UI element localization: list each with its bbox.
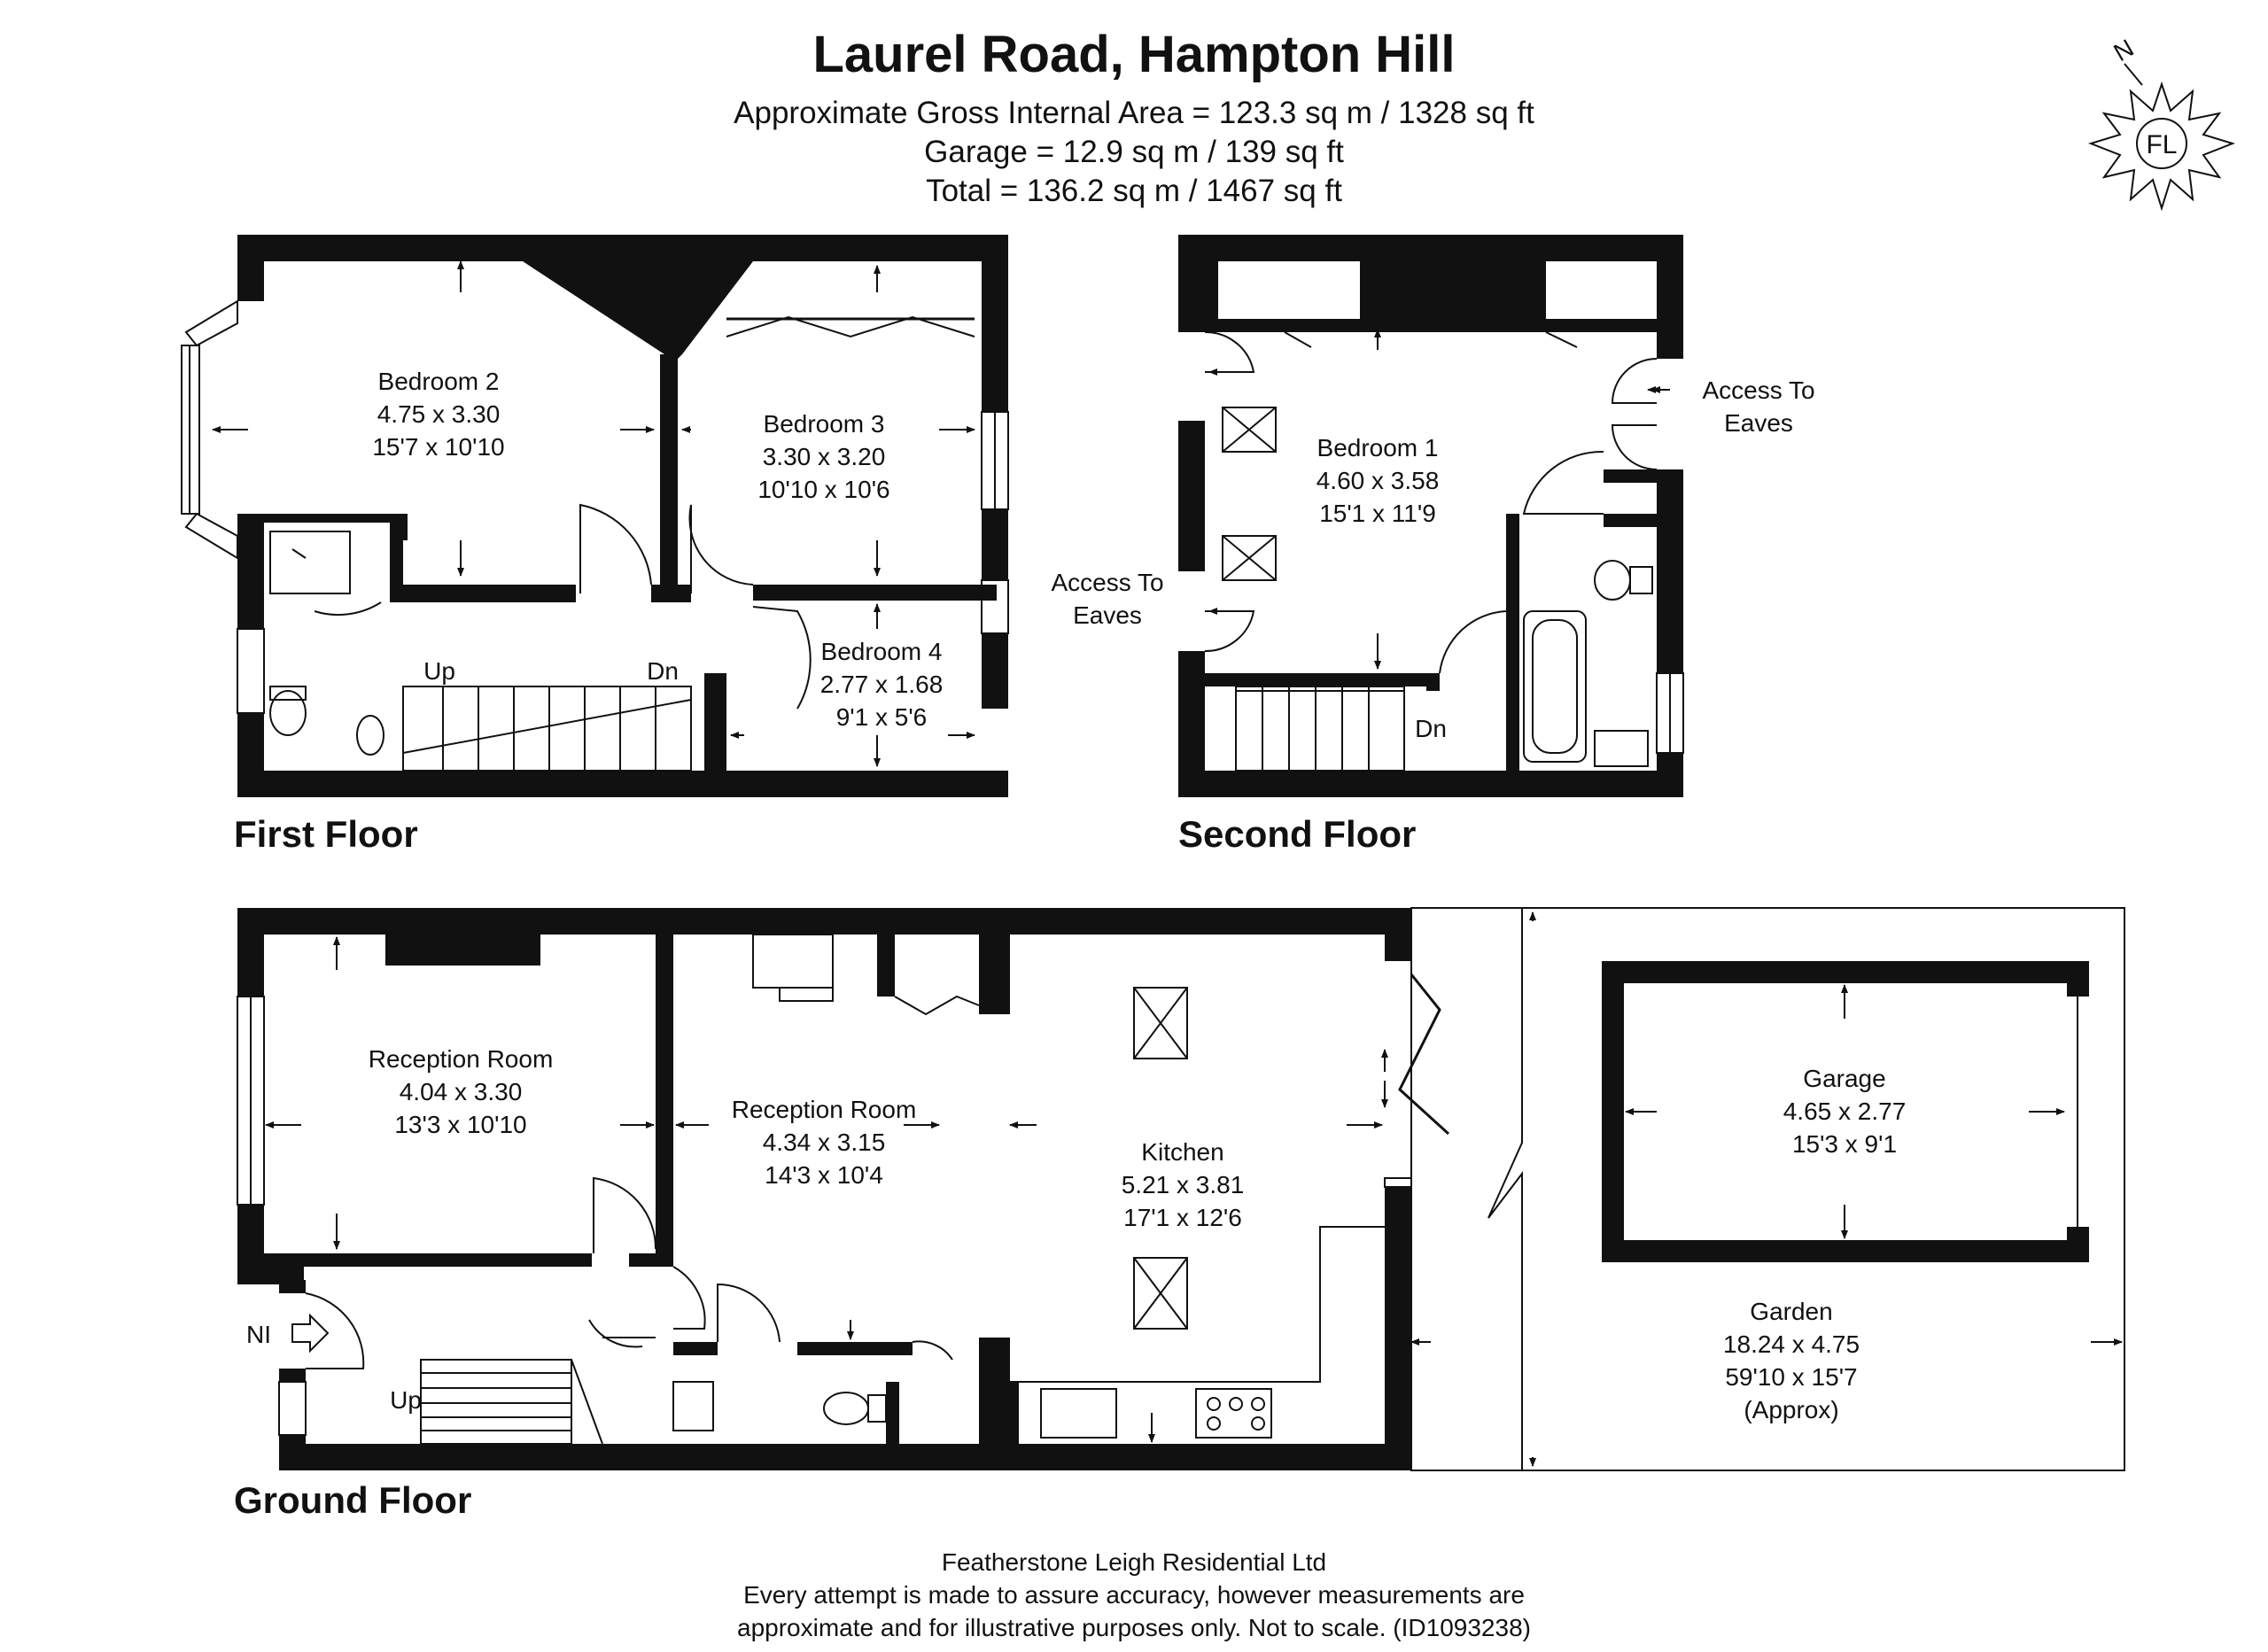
bedroom3-name: Bedroom 3 bbox=[764, 410, 885, 438]
reception1-name: Reception Room bbox=[369, 1045, 554, 1073]
reception2-metric: 4.34 x 3.15 bbox=[763, 1128, 886, 1156]
eaves-right-line2: Eaves bbox=[1724, 409, 1793, 437]
garden-name: Garden bbox=[1750, 1298, 1832, 1325]
reception1-metric: 4.04 x 3.30 bbox=[400, 1078, 523, 1105]
ground-floor-plan: Reception Room 4.04 x 3.30 13'3 x 10'10 … bbox=[237, 907, 2125, 1471]
bedroom2-metric: 4.75 x 3.30 bbox=[377, 400, 501, 428]
bedroom3-metric: 3.30 x 3.20 bbox=[763, 443, 886, 470]
second-stairs-down: Dn bbox=[1415, 715, 1447, 742]
footer-disclaimer-2: approximate and for illustrative purpose… bbox=[737, 1614, 1531, 1641]
garden-imperial: 59'10 x 15'7 bbox=[1725, 1363, 1857, 1391]
compass-north-label: N bbox=[2109, 34, 2139, 66]
reception2-imperial: 14'3 x 10'4 bbox=[765, 1161, 883, 1189]
entrance-arrow-icon bbox=[291, 1313, 330, 1353]
second-floor-plan: Bedroom 1 4.60 x 3.58 15'1 x 11'9 Access… bbox=[1051, 235, 1815, 797]
bedroom3-imperial: 10'10 x 10'6 bbox=[757, 476, 889, 503]
reception2-name: Reception Room bbox=[732, 1096, 917, 1123]
bedroom1-name: Bedroom 1 bbox=[1317, 434, 1439, 461]
kitchen-imperial: 17'1 x 12'6 bbox=[1123, 1204, 1242, 1231]
garage-metric: 4.65 x 2.77 bbox=[1783, 1097, 1907, 1125]
bedroom2-imperial: 15'7 x 10'10 bbox=[372, 433, 504, 461]
eaves-left-line2: Eaves bbox=[1073, 601, 1142, 629]
ground-floor-label: Ground Floor bbox=[234, 1479, 472, 1521]
eaves-left-line1: Access To bbox=[1051, 569, 1163, 596]
garden-note: (Approx) bbox=[1744, 1396, 1838, 1423]
eaves-right-line1: Access To bbox=[1702, 376, 1814, 404]
page-title: Laurel Road, Hampton Hill bbox=[812, 26, 1456, 83]
bedroom4-imperial: 9'1 x 5'6 bbox=[836, 703, 928, 731]
footer-company: Featherstone Leigh Residential Ltd bbox=[941, 1548, 1327, 1576]
gross-area-line: Approximate Gross Internal Area = 123.3 … bbox=[734, 96, 1534, 130]
first-stairs-up: Up bbox=[423, 657, 455, 685]
kitchen-metric: 5.21 x 3.81 bbox=[1122, 1171, 1245, 1198]
bedroom2-name: Bedroom 2 bbox=[378, 368, 500, 395]
bedroom1-metric: 4.60 x 3.58 bbox=[1317, 467, 1440, 494]
compass-rose-icon: FL N bbox=[2087, 34, 2236, 212]
reception1-imperial: 13'3 x 10'10 bbox=[394, 1111, 526, 1138]
second-floor-label: Second Floor bbox=[1178, 813, 1417, 855]
entrance-label: NI bbox=[246, 1321, 271, 1348]
kitchen-name: Kitchen bbox=[1141, 1138, 1223, 1166]
bedroom4-metric: 2.77 x 1.68 bbox=[820, 671, 944, 698]
garden-metric: 18.24 x 4.75 bbox=[1723, 1330, 1860, 1358]
footer-disclaimer-1: Every attempt is made to assure accuracy… bbox=[743, 1581, 1525, 1609]
bedroom1-imperial: 15'1 x 11'9 bbox=[1319, 500, 1436, 527]
garage-imperial: 15'3 x 9'1 bbox=[1792, 1130, 1897, 1158]
garage-name: Garage bbox=[1803, 1065, 1885, 1092]
compass-logo: FL bbox=[2146, 130, 2177, 159]
garage-area-line: Garage = 12.9 sq m / 139 sq ft bbox=[924, 135, 1344, 169]
total-area-line: Total = 136.2 sq m / 1467 sq ft bbox=[926, 174, 1342, 208]
bedroom4-name: Bedroom 4 bbox=[821, 638, 943, 665]
first-floor-plan: Bedroom 2 4.75 x 3.30 15'7 x 10'10 Bedro… bbox=[181, 235, 1009, 797]
first-floor-label: First Floor bbox=[234, 813, 418, 855]
ground-stairs-up: Up bbox=[390, 1386, 422, 1414]
first-stairs-down: Dn bbox=[647, 657, 679, 685]
